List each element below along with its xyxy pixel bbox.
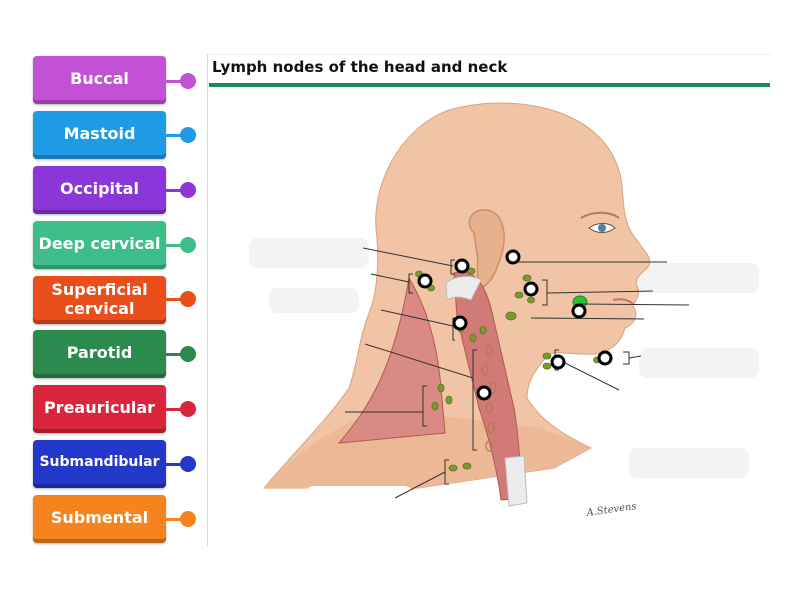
drop-target-2 bbox=[419, 275, 431, 287]
title-underline bbox=[209, 83, 770, 87]
label-parotid[interactable]: Parotid bbox=[33, 330, 166, 378]
label-preauricular[interactable]: Preauricular bbox=[33, 385, 166, 433]
drop-target-9 bbox=[478, 387, 490, 399]
artist-signature: A.Stevens bbox=[585, 501, 637, 519]
label-superficial-cervical[interactable]: Superficial cervical bbox=[33, 276, 166, 324]
drop-target-1 bbox=[456, 260, 468, 272]
label-parotid-handle[interactable] bbox=[180, 346, 196, 362]
drop-target-5 bbox=[573, 305, 585, 317]
label-mastoid-handle[interactable] bbox=[180, 127, 196, 143]
label-deep-cervical[interactable]: Deep cervical bbox=[33, 221, 166, 269]
head-neck-illustration: A.Stevens bbox=[209, 88, 769, 538]
label-buccal-handle[interactable] bbox=[180, 73, 196, 89]
label-deep-cervical-handle[interactable] bbox=[180, 237, 196, 253]
drop-target-8 bbox=[599, 352, 611, 364]
label-preauricular-handle[interactable] bbox=[180, 401, 196, 417]
label-submandibular-handle[interactable] bbox=[180, 456, 196, 472]
label-mastoid[interactable]: Mastoid bbox=[33, 111, 166, 159]
cover-patch bbox=[304, 486, 414, 512]
label-submental-handle[interactable] bbox=[180, 511, 196, 527]
label-superficial-cervical-handle[interactable] bbox=[180, 291, 196, 307]
drop-target-7 bbox=[552, 356, 564, 368]
clavicle-tendon bbox=[505, 456, 527, 506]
label-buccal[interactable]: Buccal bbox=[33, 56, 166, 104]
label-submandibular[interactable]: Submandibular bbox=[33, 440, 166, 488]
drop-target-6 bbox=[454, 317, 466, 329]
drop-target-3 bbox=[507, 251, 519, 263]
label-occipital[interactable]: Occipital bbox=[33, 166, 166, 214]
diagram-title: Lymph nodes of the head and neck bbox=[212, 58, 507, 76]
label-occipital-handle[interactable] bbox=[180, 182, 196, 198]
drop-target-4 bbox=[525, 283, 537, 295]
label-submental[interactable]: Submental bbox=[33, 495, 166, 543]
